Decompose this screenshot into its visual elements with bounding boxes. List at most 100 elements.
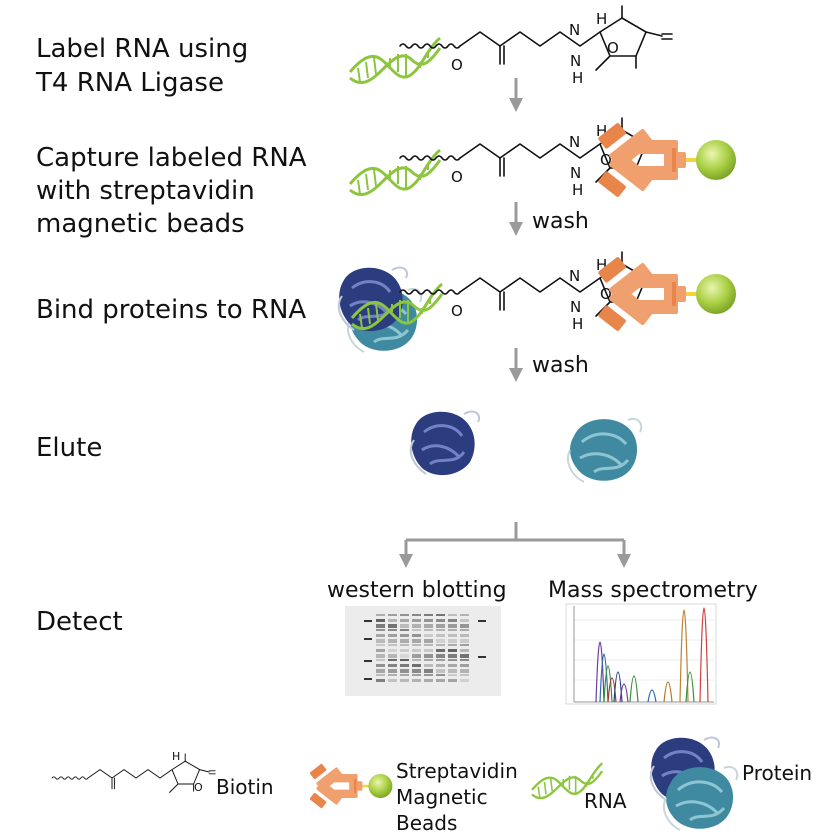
blot-band: [388, 614, 397, 616]
blot-band: [412, 644, 421, 646]
blot-band: [436, 654, 445, 658]
blot-band: [388, 679, 397, 682]
blot-band: [424, 614, 433, 616]
blot-band: [436, 669, 445, 673]
blot-band: [460, 664, 469, 667]
atom-h: H: [596, 10, 607, 28]
blot-band: [412, 664, 421, 667]
step-2-line-3: magnetic beads: [36, 209, 245, 239]
blot-band: [388, 634, 397, 637]
step-1-label: Label RNA using T4 RNA Ligase: [35, 34, 248, 98]
eluted-proteins: [409, 410, 643, 484]
blot-band: [436, 659, 445, 661]
blot-band: [412, 659, 421, 661]
atom-o: O: [194, 781, 203, 794]
blot-band: [436, 664, 445, 667]
blot-band: [400, 624, 409, 628]
blot-band: [460, 654, 469, 658]
blot-band: [448, 614, 457, 616]
atom-h: H: [572, 315, 583, 333]
blot-band: [436, 624, 445, 628]
blot-band: [436, 674, 445, 676]
blot-band: [448, 639, 457, 643]
blot-band: [412, 654, 421, 658]
step-2-label: Capture labeled RNA with streptavidin ma…: [36, 143, 307, 239]
atom-h: H: [572, 181, 583, 199]
blot-band: [460, 674, 469, 676]
blot-band: [424, 629, 433, 631]
blot-band: [460, 634, 469, 637]
blot-band: [388, 644, 397, 646]
ladder-band: [364, 620, 372, 622]
blot-band: [436, 614, 445, 616]
western-blotting-title: western blotting: [327, 578, 507, 603]
blot-band: [448, 674, 457, 676]
blot-band: [448, 649, 457, 652]
ladder-band: [478, 656, 486, 658]
blot-band: [424, 674, 433, 676]
mass-spectrometry-title: Mass spectrometry: [548, 578, 758, 603]
streptavidin-bead-3: [595, 254, 738, 334]
ladder-band: [478, 620, 486, 622]
legend-protein-label: Protein: [742, 761, 812, 785]
blot-band: [376, 629, 385, 631]
blot-band: [424, 644, 433, 646]
blot-band: [448, 679, 457, 682]
blot-band: [424, 654, 433, 658]
blot-band: [412, 674, 421, 676]
blot-band: [412, 649, 421, 652]
spectrum-peak: [599, 653, 609, 703]
streptavidin-bead-2: [595, 120, 738, 200]
blot-band: [460, 629, 469, 631]
atom-n: N: [569, 267, 580, 285]
blot-band: [448, 654, 457, 658]
blot-band: [460, 649, 469, 652]
legend-rna-label: RNA: [584, 789, 627, 813]
blot-band: [400, 649, 409, 652]
blot-band: [388, 659, 397, 661]
blot-band: [460, 624, 469, 628]
atom-h: H: [596, 256, 607, 274]
blot-band: [460, 619, 469, 622]
blot-band: [412, 619, 421, 622]
ladder-band: [364, 678, 372, 680]
atom-h: H: [572, 69, 583, 87]
wash-label-1: wash: [532, 209, 589, 234]
blot-band: [460, 639, 469, 643]
blot-band: [388, 664, 397, 667]
blot-band: [424, 669, 433, 673]
blot-band: [388, 654, 397, 658]
atom-o: O: [600, 151, 612, 169]
blot-band: [376, 639, 385, 643]
blot-band: [436, 649, 445, 652]
blot-band: [376, 634, 385, 637]
step-3-illustration: N N H H O O: [337, 251, 738, 354]
blot-band: [448, 644, 457, 646]
atom-o: O: [451, 56, 463, 74]
blot-band: [400, 629, 409, 631]
blot-band: [376, 654, 385, 658]
step-4-label: Elute: [36, 433, 102, 463]
blot-band: [424, 649, 433, 652]
atom-n: N: [570, 164, 581, 182]
blot-band: [376, 659, 385, 661]
blot-band: [400, 619, 409, 622]
blot-band: [388, 619, 397, 622]
atom-o: O: [451, 302, 463, 320]
eluted-protein-navy-icon: [409, 410, 481, 477]
blot-band: [376, 619, 385, 622]
arrow-2: [509, 202, 523, 236]
blot-band: [412, 614, 421, 616]
legend-streptavidin-bead-icon: [308, 762, 394, 810]
western-blot-image: [345, 606, 501, 696]
blot-band: [424, 634, 433, 637]
blot-band: [460, 644, 469, 646]
blot-band: [388, 629, 397, 631]
blot-band: [400, 664, 409, 667]
step-1-illustration: H N N H O O: [348, 5, 673, 87]
atom-n: N: [569, 21, 580, 39]
spectrum-peak: [647, 689, 657, 703]
blot-band: [412, 624, 421, 628]
eluted-protein-teal-icon: [566, 417, 643, 484]
